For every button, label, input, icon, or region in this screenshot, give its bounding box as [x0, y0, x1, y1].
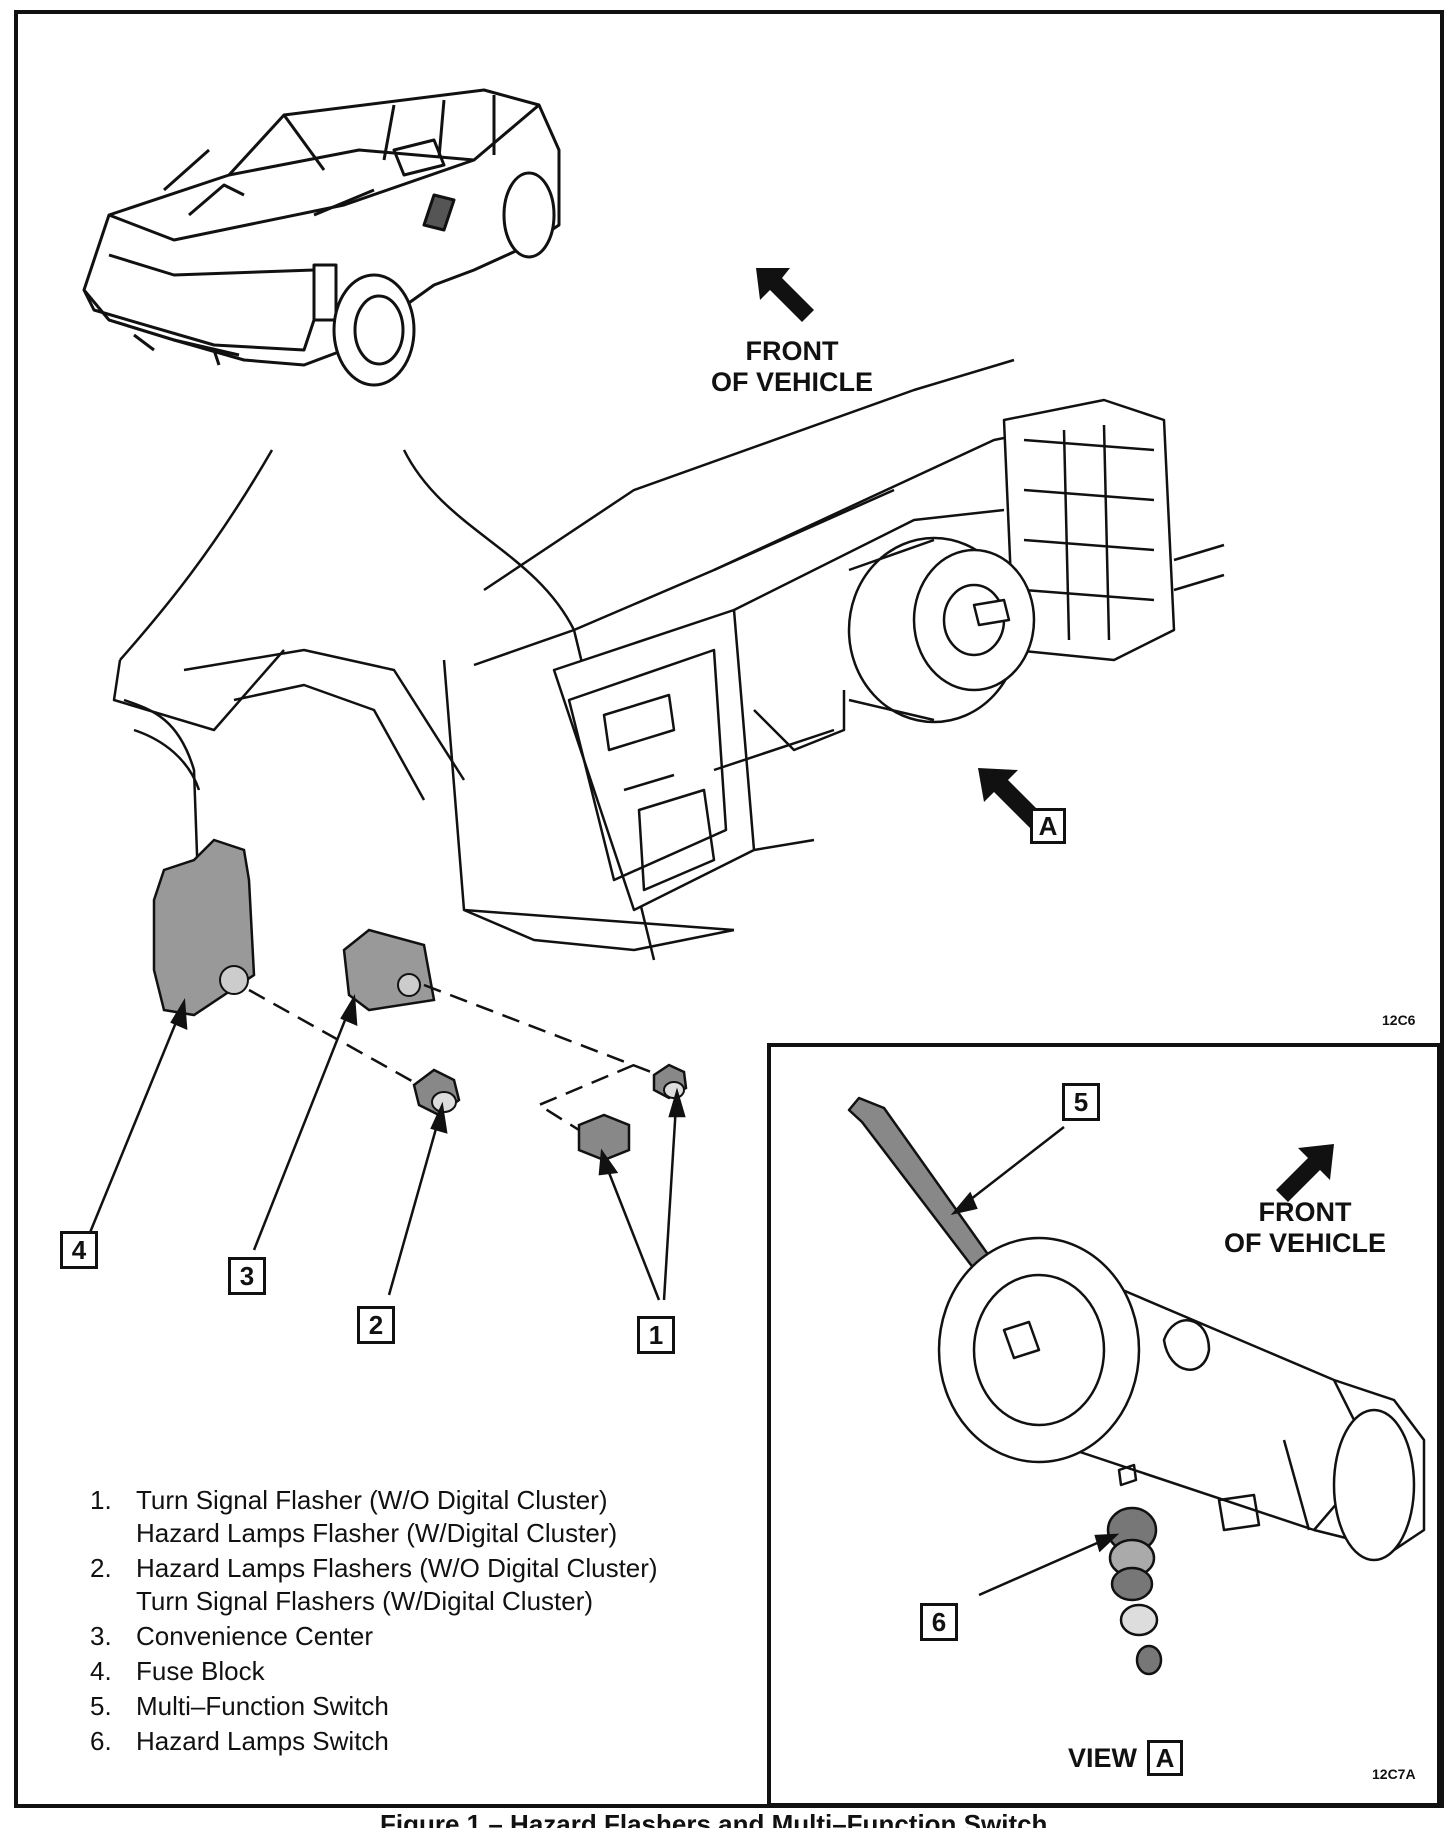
legend-number: 4.	[90, 1656, 112, 1686]
legend-text: Multi–Function Switch	[136, 1690, 730, 1723]
legend-item: 2. Hazard Lamps Flashers (W/O Digital Clu…	[90, 1552, 730, 1618]
connection-lines	[248, 983, 660, 1132]
front-label-line2: OF VEHICLE	[710, 367, 873, 397]
view-a-arrow-icon	[978, 768, 1044, 828]
legend-text: Convenience Center	[136, 1620, 730, 1653]
steering-column-illustration	[847, 1096, 1426, 1562]
callout-leaders	[87, 993, 686, 1301]
legend-number: 6.	[90, 1726, 112, 1756]
callout-3: 3	[228, 1257, 266, 1295]
legend-item: 3. Convenience Center	[90, 1620, 730, 1653]
legend-line: Hazard Lamps Flasher (W/Digital Cluster)	[136, 1518, 618, 1548]
fuse-block-part	[152, 838, 256, 1017]
turn-signal-flasher-part	[577, 1063, 688, 1162]
view-a-label: VIEW A	[1068, 1740, 1184, 1776]
legend-item: 4. Fuse Block	[90, 1655, 730, 1688]
vehicle-illustration	[82, 88, 561, 387]
callout-view-a: A	[1030, 808, 1066, 844]
convenience-center-part	[342, 928, 436, 1012]
callout-2: 2	[357, 1306, 395, 1344]
callout-6: 6	[920, 1603, 958, 1641]
callout-4: 4	[60, 1231, 98, 1269]
legend-item: 6. Hazard Lamps Switch	[90, 1725, 730, 1758]
legend-text: Turn Signal Flasher (W/O Digital Cluster…	[136, 1484, 730, 1550]
hazard-flasher-part	[412, 1068, 461, 1117]
legend-item: 5. Multi–Function Switch	[90, 1690, 730, 1723]
hazard-switch-part	[1106, 1506, 1163, 1676]
view-letter-box: A	[1147, 1740, 1184, 1776]
legend-line: Convenience Center	[136, 1621, 374, 1651]
dashboard-illustration	[112, 358, 1225, 961]
legend-number: 2.	[90, 1553, 112, 1583]
legend-line: Hazard Lamps Flashers (W/O Digital Clust…	[136, 1553, 658, 1583]
front-label-line1: FRONT	[745, 336, 839, 366]
legend-number: 3.	[90, 1621, 112, 1651]
callout-1: 1	[637, 1316, 675, 1354]
detail-front-label-line1: FRONT	[1258, 1197, 1352, 1227]
detail-front-label-line2: OF VEHICLE	[1223, 1228, 1386, 1258]
front-arrow-icon	[756, 268, 814, 322]
front-of-vehicle-label: FRONT OF VEHICLE	[682, 336, 902, 398]
legend-text: Hazard Lamps Switch	[136, 1725, 730, 1758]
parts-legend: 1. Turn Signal Flasher (W/O Digital Clust…	[90, 1484, 730, 1760]
legend-line: Multi–Function Switch	[136, 1691, 389, 1721]
detail-callout-leaders	[950, 1126, 1120, 1597]
callout-5: 5	[1062, 1083, 1100, 1121]
figure-caption: Figure 1 – Hazard Flashers and Multi–Fun…	[380, 1809, 1048, 1828]
legend-number: 1.	[90, 1485, 112, 1515]
legend-line: Hazard Lamps Switch	[136, 1726, 389, 1756]
legend-line: Turn Signal Flashers (W/Digital Cluster)	[136, 1586, 594, 1616]
diagram-frame	[14, 10, 1444, 1808]
detail-front-of-vehicle-label: FRONT OF VEHICLE	[1195, 1197, 1415, 1259]
figure-code-overview: 12C6	[1382, 1012, 1416, 1028]
view-label-text: VIEW	[1068, 1742, 1138, 1773]
legend-line: Turn Signal Flasher (W/O Digital Cluster…	[136, 1485, 608, 1515]
detail-front-arrow-icon	[1276, 1144, 1334, 1202]
legend-line: Fuse Block	[136, 1656, 265, 1686]
figure-code-detail: 12C7A	[1372, 1766, 1416, 1782]
legend-text: Hazard Lamps Flashers (W/O Digital Clust…	[136, 1552, 730, 1618]
legend-text: Fuse Block	[136, 1655, 730, 1688]
legend-number: 5.	[90, 1691, 112, 1721]
legend-item: 1. Turn Signal Flasher (W/O Digital Clust…	[90, 1484, 730, 1550]
